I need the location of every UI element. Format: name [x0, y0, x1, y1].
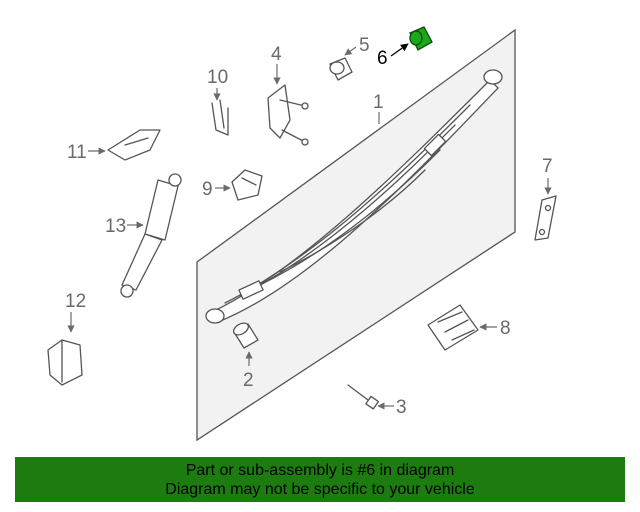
banner-line-disclaimer: Diagram may not be specific to your vehi…	[165, 481, 475, 498]
shackle-part-4[interactable]	[267, 84, 309, 146]
callout-11: 11	[67, 142, 87, 163]
callout-1: 1	[373, 92, 384, 113]
callout-2: 2	[243, 370, 254, 391]
leaf-spring-part-1[interactable]	[205, 69, 503, 324]
plate-part-7[interactable]	[534, 195, 557, 241]
callout-13: 13	[105, 216, 126, 237]
callout-4: 4	[271, 44, 282, 65]
part-info-banner: Part or sub-assembly is #6 in diagram Di…	[15, 457, 625, 502]
mount-part-12[interactable]	[47, 339, 83, 386]
bushing-part-2[interactable]	[232, 321, 259, 349]
bushing-part-6-highlighted[interactable]	[409, 26, 433, 51]
assembly-panel	[196, 28, 516, 442]
bracket-part-11[interactable]	[107, 129, 161, 161]
leader-6	[390, 43, 409, 57]
callout-6-highlighted: 6	[377, 48, 388, 69]
callout-8: 8	[500, 318, 511, 339]
callout-5: 5	[359, 35, 370, 56]
leader-5	[344, 46, 357, 56]
callout-12: 12	[65, 291, 86, 312]
callout-7: 7	[542, 156, 553, 177]
bushing-part-5[interactable]	[329, 57, 353, 81]
clip-part-9[interactable]	[231, 169, 263, 201]
callout-9: 9	[202, 179, 213, 200]
banner-line-part-number: Part or sub-assembly is #6 in diagram	[185, 462, 455, 479]
shock-absorber-part-13[interactable]	[120, 173, 182, 298]
bracket-part-8[interactable]	[427, 304, 479, 351]
u-bolt-part-10[interactable]	[211, 99, 229, 136]
callout-3: 3	[396, 397, 407, 418]
callout-10: 10	[207, 67, 228, 88]
bolt-part-3[interactable]	[347, 384, 380, 410]
